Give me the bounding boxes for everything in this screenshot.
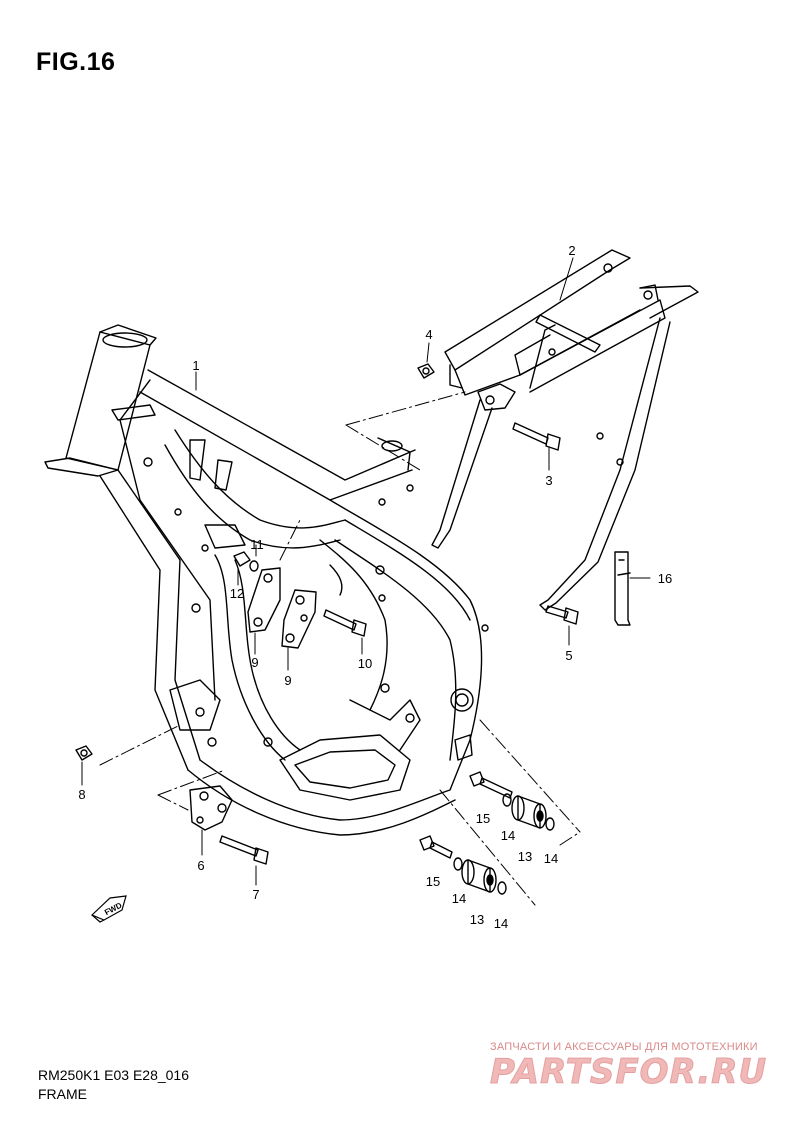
callout-15-b: 15: [426, 874, 440, 889]
callout-14-b: 14: [544, 851, 558, 866]
callout-9-a: 9: [251, 655, 258, 670]
callout-5: 5: [565, 648, 572, 663]
callout-4: 4: [425, 327, 432, 342]
leader-lines: [81, 257, 651, 886]
washer-part-14-c: [453, 857, 463, 871]
bolt-part-10: [323, 609, 367, 637]
callout-6: 6: [197, 858, 204, 873]
callout-8: 8: [78, 787, 85, 802]
bolt-part-5: [545, 605, 579, 625]
bracket-part-16: [614, 551, 631, 626]
rear-subframe: [431, 249, 699, 611]
washer-part-14-a: [502, 793, 512, 807]
callout-13-a: 13: [518, 849, 532, 864]
engine-mount-plate-part-9-a: [247, 567, 281, 633]
callout-7: 7: [252, 887, 259, 902]
callout-10: 10: [358, 656, 372, 671]
callout-12: 12: [230, 586, 244, 601]
callout-14-a: 14: [501, 828, 515, 843]
bolt-part-3: [512, 422, 561, 451]
model-code: RM250K1 E03 E28_016: [38, 1067, 189, 1083]
nut-part-8: [75, 745, 93, 761]
callout-13-b: 13: [470, 912, 484, 927]
washer-part-11: [249, 560, 259, 572]
watermark-logo: PARTSFOR.RU: [489, 1052, 768, 1093]
collar-part-13-b: [461, 859, 497, 893]
watermark-tagline: ЗАПЧАСТИ И АКСЕССУАРЫ ДЛЯ МОТОТЕХНИКИ: [490, 1041, 758, 1053]
section-name: FRAME: [38, 1086, 87, 1102]
washer-part-14-d: [497, 881, 507, 895]
bolt-part-15-b: [419, 835, 453, 859]
callout-3: 3: [545, 473, 552, 488]
figure-title: FIG.16: [36, 48, 116, 76]
bolt-part-15-a: [469, 771, 513, 799]
main-frame: [44, 324, 489, 836]
callout-2: 2: [568, 243, 575, 258]
callout-14-d: 14: [494, 916, 508, 931]
callout-11: 11: [250, 537, 264, 552]
callout-14-c: 14: [452, 891, 466, 906]
callout-16: 16: [658, 571, 672, 586]
bolt-part-7: [219, 835, 269, 865]
nut-part-4: [417, 363, 435, 379]
washer-part-14-b: [545, 817, 555, 831]
callout-9-b: 9: [284, 673, 291, 688]
engine-bracket-part-6: [189, 785, 233, 831]
collar-part-13-a: [511, 795, 547, 829]
callout-15-a: 15: [476, 811, 490, 826]
callout-1: 1: [192, 358, 199, 373]
alignment-lines: [99, 391, 581, 906]
nut-part-12: [233, 551, 251, 567]
callout-labels: 1 2 3 4 5 6 7 8 9 9 10 11 12 13 13 14 14…: [78, 243, 672, 931]
fwd-arrow-icon: FWD: [90, 895, 127, 923]
engine-mount-plate-part-9-b: [281, 589, 317, 649]
